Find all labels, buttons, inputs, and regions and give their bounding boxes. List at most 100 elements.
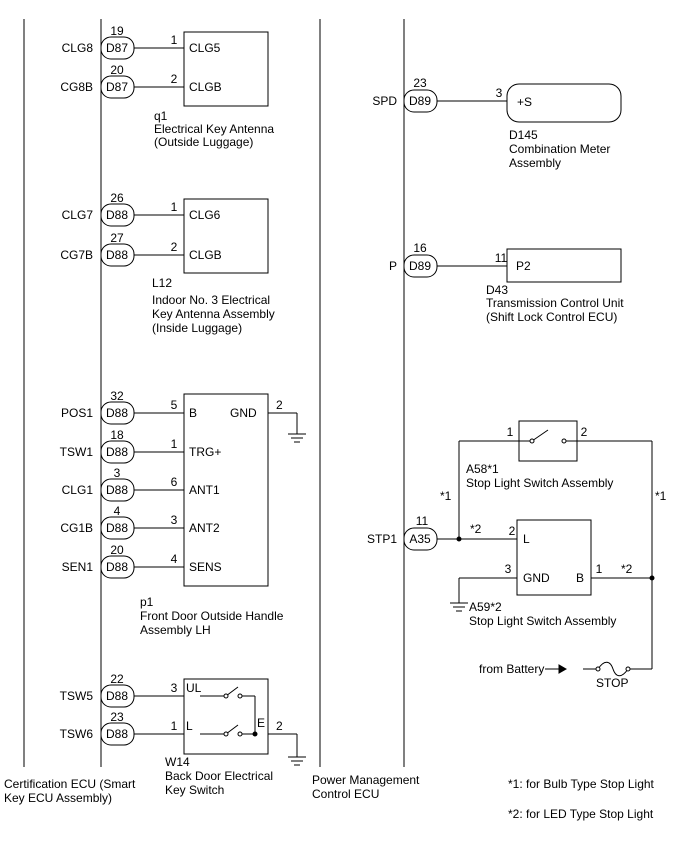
d43-pin-label: P2 [516, 259, 531, 273]
a59-gnd-pin-number: 3 [505, 562, 512, 576]
wire-mark-2-right: *2 [621, 562, 633, 576]
component-pin-number: 1 [171, 200, 178, 214]
connector-label: D88 [106, 208, 128, 222]
component-pin-number: 2 [509, 524, 516, 538]
p1-pin-b: B [189, 406, 197, 420]
pin-number: 26 [110, 191, 124, 205]
connector-label: D89 [409, 94, 431, 108]
a58-code: A58*1 [466, 462, 499, 476]
pin-number: 20 [110, 63, 124, 77]
signal-tsw1: TSW1 [60, 445, 94, 459]
w14-code: W14 [165, 755, 190, 769]
component-pin-number: 6 [171, 475, 178, 489]
connector-label: D89 [409, 259, 431, 273]
component-pin-number: 1 [171, 719, 178, 733]
connector-label: D88 [106, 727, 128, 741]
a59-pin-l: L [523, 532, 530, 546]
p1-name-line1: Front Door Outside Handle [140, 609, 284, 623]
pin-number: 20 [110, 543, 124, 557]
note-1: *1: for Bulb Type Stop Light [508, 777, 655, 791]
d145-name-line2: Assembly [509, 156, 561, 170]
signal-sen1: SEN1 [62, 560, 94, 574]
a58-pin-b: 2 [581, 425, 588, 439]
component-pin-number: 2 [171, 72, 178, 86]
pin-number: 32 [110, 389, 124, 403]
signal-p: P [389, 259, 397, 273]
component-pin-number: 5 [171, 398, 178, 412]
connector-label: D87 [106, 41, 128, 55]
pin-number: 11 [416, 514, 429, 528]
wire-mark-2-left: *2 [470, 522, 482, 536]
l12-box [183, 198, 269, 274]
d43-code: D43 [486, 283, 508, 297]
signal-cg8b: CG8B [60, 80, 93, 94]
power-management-ecu-label-line2: Control ECU [312, 787, 379, 801]
component-pin-number: 1 [171, 33, 178, 47]
q1-pin-clgb: CLGB [189, 80, 222, 94]
component-pin-number: 1 [171, 437, 178, 451]
w14-name-line2: Key Switch [165, 783, 224, 797]
power-management-ecu-label-line1: Power Management [312, 773, 420, 787]
d145-box [506, 83, 622, 123]
q1-pin-clg5: CLG5 [189, 41, 221, 55]
component-pin-number: 3 [171, 681, 178, 695]
q1-box [183, 31, 269, 107]
a58-name: Stop Light Switch Assembly [466, 476, 613, 490]
signal-tsw6: TSW6 [60, 727, 94, 741]
connector-label: D88 [106, 521, 128, 535]
certification-ecu-label-line1: Certification ECU (Smart [4, 777, 136, 791]
p1-name-line2: Assembly LH [140, 623, 211, 637]
d145-code: D145 [509, 128, 538, 142]
signal-clg1: CLG1 [62, 483, 94, 497]
from-battery-label: from Battery [479, 662, 544, 676]
certification-ecu-bar [23, 19, 102, 767]
connector-label: D87 [106, 80, 128, 94]
pin-number: 19 [110, 24, 124, 38]
stop-fuse-label: STOP [596, 676, 628, 690]
wire-mark-1-left: *1 [440, 489, 452, 503]
d145-name-line1: Combination Meter [509, 142, 610, 156]
p1-pin-sens: SENS [189, 560, 222, 574]
l12-code: L12 [152, 276, 172, 290]
l12-pin-clgb: CLGB [189, 248, 222, 262]
note-2: *2: for LED Type Stop Light [508, 807, 654, 821]
d43-name-line2: (Shift Lock Control ECU) [486, 310, 617, 324]
connector-label: D88 [106, 445, 128, 459]
p1-pin-gnd: GND [230, 406, 257, 420]
signal-spd: SPD [372, 94, 397, 108]
w14-name-line1: Back Door Electrical [165, 769, 273, 783]
connector-label: D88 [106, 248, 128, 262]
signal-cg7b: CG7B [60, 248, 93, 262]
p1-pin-ant1: ANT1 [189, 483, 220, 497]
l12-name-line2: Key Antenna Assembly [152, 307, 275, 321]
w14-pin-ul: UL [186, 681, 202, 695]
q1-name-line2: (Outside Luggage) [154, 135, 253, 149]
signal-clg8: CLG8 [62, 41, 94, 55]
l12-name-line1: Indoor No. 3 Electrical [152, 293, 270, 307]
d43-name-line1: Transmission Control Unit [486, 296, 624, 310]
w14-pin-e: E [257, 716, 265, 730]
certification-ecu-label-line2: Key ECU Assembly) [4, 791, 112, 805]
a59-pin-b: B [576, 571, 584, 585]
a59-code: A59*2 [469, 600, 502, 614]
connector-label: D88 [106, 560, 128, 574]
p1-gnd-pin-number: 2 [276, 398, 283, 412]
d145-pin-label: +S [517, 95, 532, 109]
p1-code: p1 [140, 595, 154, 609]
connector-label: A35 [409, 532, 431, 546]
pin-number: 18 [110, 428, 124, 442]
pin-number: 16 [413, 241, 427, 255]
a59-b-pin-number: 1 [596, 562, 603, 576]
connector-label: D88 [106, 483, 128, 497]
w14-gnd-pin-number: 2 [276, 719, 283, 733]
l12-pin-clg6: CLG6 [189, 208, 221, 222]
signal-cg1b: CG1B [60, 521, 93, 535]
pin-number: 23 [110, 710, 124, 724]
a58-pin-a: 1 [507, 425, 514, 439]
signal-clg7: CLG7 [62, 208, 94, 222]
a59-box [516, 519, 592, 596]
q1-code: q1 [154, 109, 168, 123]
power-management-ecu-bar [319, 19, 405, 767]
